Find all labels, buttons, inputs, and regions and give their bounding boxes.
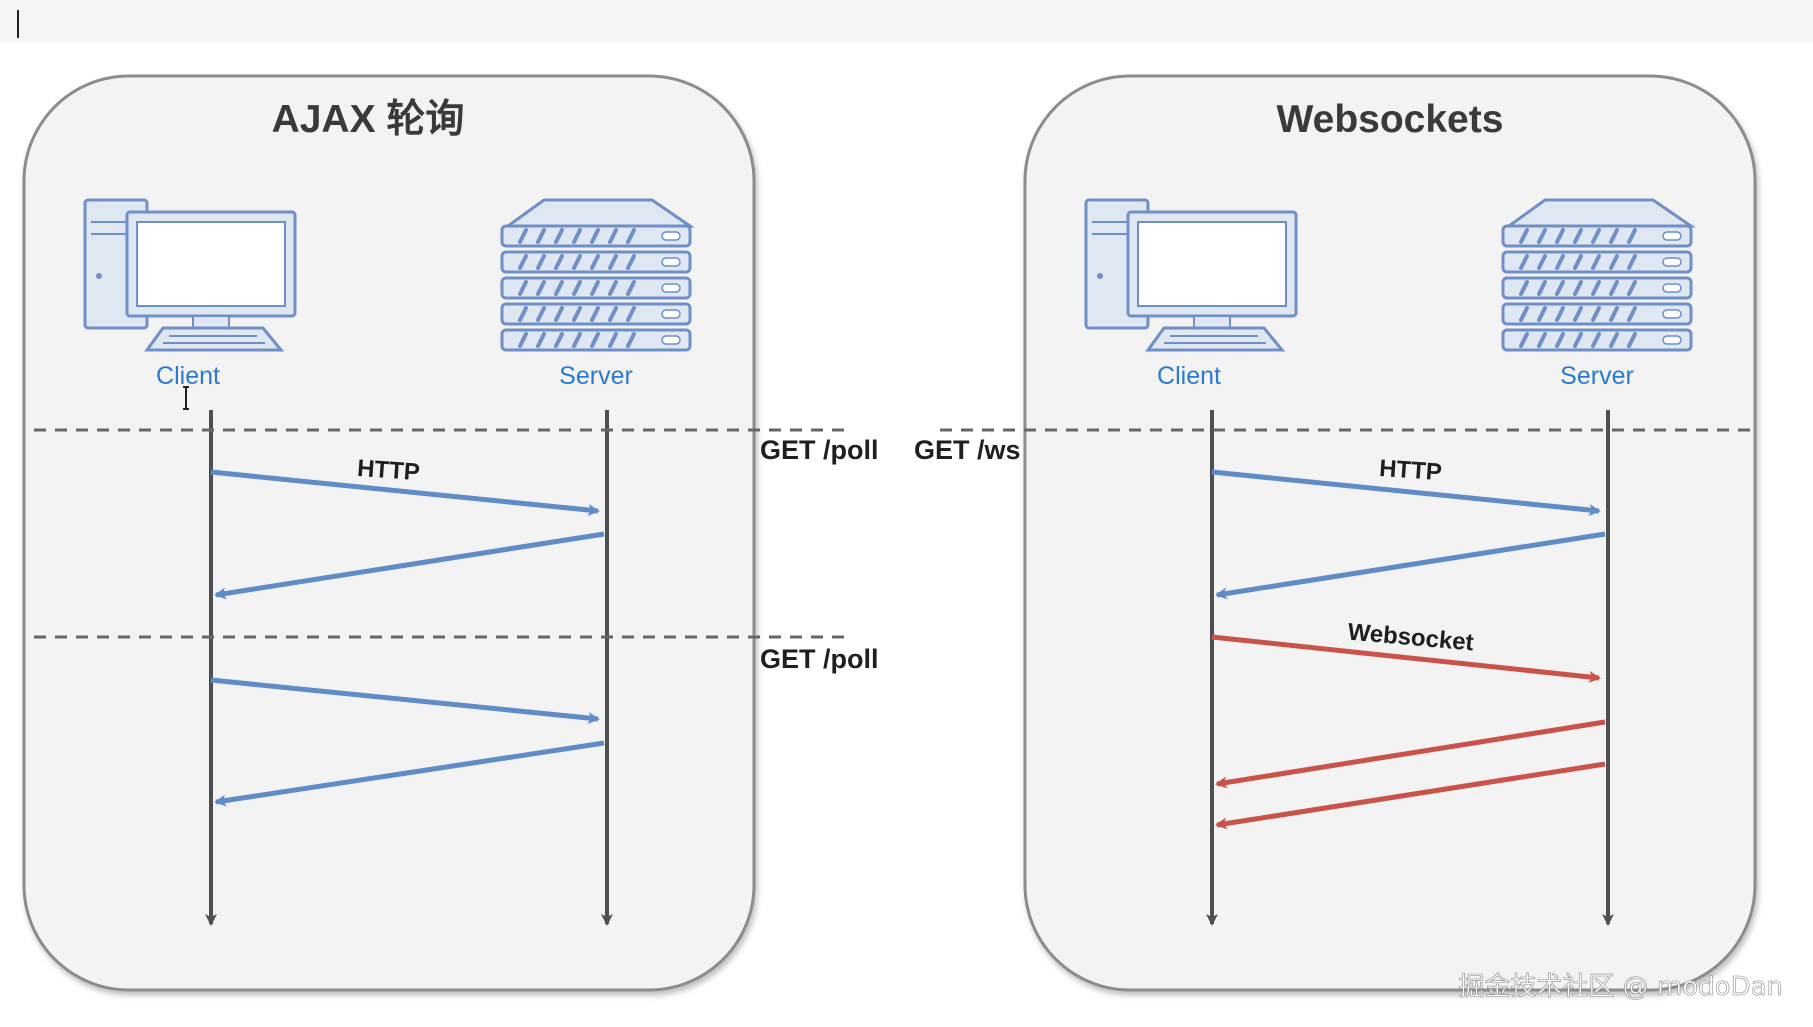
get-ws-label: GET /ws [914, 435, 1021, 465]
ws-http-response-arrow [1215, 531, 1606, 600]
http-label: HTTP [356, 455, 420, 486]
ws-server-label: Server [1560, 362, 1634, 390]
client-label: Client [156, 362, 220, 390]
http-response-arrow [214, 531, 605, 600]
ajax-panel: AJAX 轮询 Client Server HTTP [22, 74, 850, 992]
poll-response-arrow [214, 740, 605, 807]
ws-client-label: Client [1157, 362, 1221, 390]
ws-http-label: HTTP [1378, 455, 1442, 486]
websocket-push-arrow-1 [1215, 719, 1606, 789]
get-poll-label-2: GET /poll [760, 644, 879, 674]
ws-http-request-arrow [1211, 469, 1601, 516]
top-bar [0, 0, 1813, 42]
get-poll-label-1: GET /poll [760, 435, 879, 465]
websocket-push-arrow-2 [1215, 761, 1606, 830]
websockets-panel: Websockets Client Server HTTP Websocket [940, 74, 1758, 992]
ws-panel-title: Websockets [1277, 98, 1504, 141]
client-computer-icon [83, 198, 297, 352]
i-beam-cursor-icon [183, 386, 189, 410]
poll-request-arrow [210, 677, 600, 724]
server-label: Server [559, 362, 633, 390]
ws-client-computer-icon [1084, 198, 1298, 352]
ajax-panel-title: AJAX 轮询 [272, 98, 465, 141]
http-request-arrow [210, 469, 600, 516]
websocket-message-arrow [1211, 634, 1601, 683]
watermark: 掘金技术社区 @ modoDan [1458, 972, 1783, 1002]
